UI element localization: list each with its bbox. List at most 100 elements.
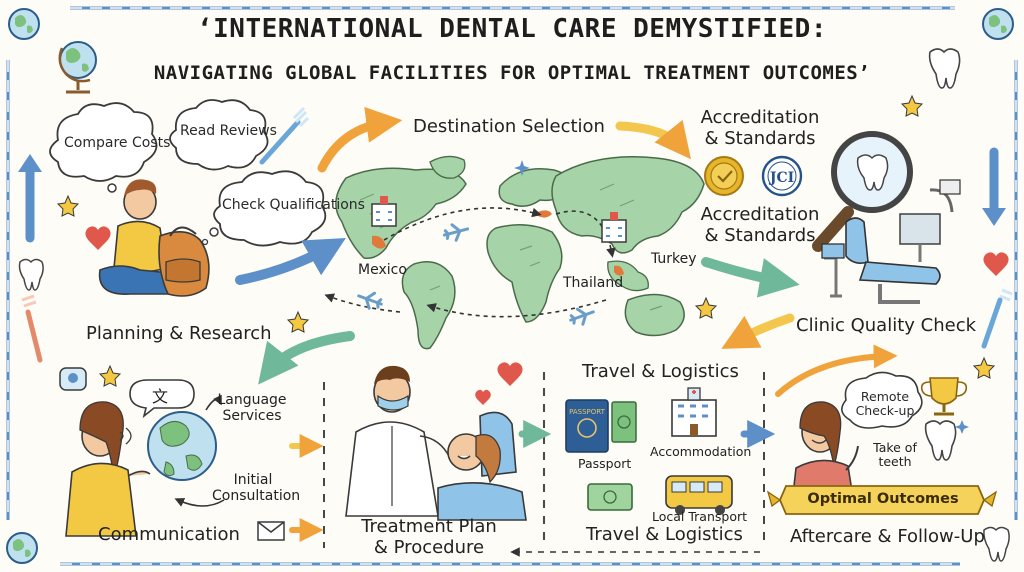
arrow-destination-to-accreditation [615, 119, 692, 160]
continent-australia [624, 293, 685, 337]
chat-bubble-icon [59, 367, 87, 391]
star-top-right-icon [900, 94, 924, 117]
route-turkey-to-thailand [555, 210, 616, 258]
label-accreditation-bottom: Accreditation & Standards [700, 204, 820, 246]
highlight-turkey [538, 210, 552, 218]
label-take-of-teeth: Take of teeth [873, 440, 917, 470]
sparkle-map-icon [514, 160, 530, 176]
gold-seal-icon [704, 156, 744, 196]
star-trophy-icon [972, 356, 996, 379]
page-title: ‘INTERNATIONAL DENTAL CARE DEMYSTIFIED: [197, 14, 827, 44]
continent-asia [551, 156, 705, 254]
arrow-to-destination [317, 106, 403, 173]
hearts-treatment-icon [475, 362, 523, 405]
tooth-left-icon [18, 258, 44, 291]
bubble-check-qualifications [201, 170, 327, 247]
globe-corner-tr-icon [982, 8, 1014, 40]
border-frame [6, 6, 1018, 566]
continent-south-america [401, 261, 456, 350]
right-down-arrow [982, 147, 1006, 226]
continent-africa [486, 224, 563, 323]
envelope-icon [257, 521, 285, 541]
toothbrush-right-icon [981, 288, 1013, 349]
label-treatment-plan: Treatment Plan & Procedure [361, 516, 497, 558]
bubble-text-remote-checkup: Remote Check-up [855, 389, 915, 419]
star-comm-icon [98, 364, 122, 387]
woman-aftercare [791, 401, 859, 505]
label-turkey: Turkey [651, 251, 697, 267]
jci-badge-icon [761, 155, 803, 197]
patient-figure [437, 411, 527, 521]
bubble-text-check-qualifications: Check Qualifications [222, 197, 365, 213]
highlight-thailand [614, 265, 624, 276]
highlight-mexico [372, 235, 386, 249]
trophy-icon [920, 377, 968, 416]
speech-bubble-language [129, 379, 195, 419]
label-aftercare-followup: Aftercare & Follow-Up [790, 526, 985, 547]
arrow-map-to-communication [258, 331, 355, 385]
label-destination-selection: Destination Selection [413, 116, 605, 137]
language-glyph: 文 [152, 387, 168, 406]
left-up-arrow [18, 154, 42, 243]
passport-icon [565, 399, 609, 453]
tooth-icon [928, 48, 961, 89]
passport-print: PASSPORT [569, 408, 606, 416]
label-planning-research: Planning & Research [86, 323, 272, 344]
label-mexico: Mexico [358, 262, 407, 278]
arrow-consult-curve [174, 498, 225, 507]
world-map [335, 155, 705, 350]
airplane-icon-3 [357, 291, 383, 310]
arrow-clinic-to-travel [721, 313, 795, 349]
continent-greenland [429, 155, 466, 179]
bubble-read-reviews [169, 99, 269, 171]
bubble-text-compare-costs: Compare Costs [64, 135, 171, 151]
star-left-icon [56, 194, 80, 217]
label-travel-logistics-top: Travel & Logistics [582, 361, 739, 382]
label-language-services: Language Services [217, 392, 287, 425]
star-map-icon [286, 310, 310, 333]
hospital-marker-asia-icon [601, 212, 627, 243]
tooth-sparkle-icon [924, 420, 969, 461]
airplane-icon-2 [569, 307, 595, 326]
label-clinic-quality-check: Clinic Quality Check [796, 315, 977, 336]
arrow-lang-curve [205, 394, 222, 411]
star-map-right-icon [694, 296, 718, 319]
globe-corner-tl-icon [8, 8, 40, 40]
label-communication: Communication [98, 524, 240, 545]
bubble-text-read-reviews: Read Reviews [180, 123, 277, 139]
label-travel-logistics-bottom: Travel & Logistics [586, 524, 743, 545]
bubble-compare-costs [49, 102, 158, 193]
woman-communicating [65, 401, 151, 537]
globe-corner-bl-icon [6, 532, 38, 564]
route-mexico-loop [324, 293, 401, 313]
toothbrush-top-icon [259, 106, 310, 165]
traveler-with-backpack [98, 179, 210, 297]
cash-icon [611, 401, 637, 443]
toothbrush-left-icon [21, 294, 43, 363]
heart-left-icon [85, 226, 111, 250]
page-subtitle: NAVIGATING GLOBAL FACILITIES FOR OPTIMAL… [153, 62, 871, 84]
bubble-remote-checkup [841, 371, 923, 429]
dental-chair-icon [821, 179, 961, 304]
globe-desk-icon [58, 41, 97, 94]
outcome-banner [766, 485, 998, 515]
route-thailand-back [426, 299, 607, 318]
label-accommodation: Accommodation [650, 444, 752, 459]
label-initial-consultation: Initial Consultation [212, 472, 301, 505]
jci-badge-text: JCI [768, 170, 794, 186]
hotel-building-icon [671, 387, 717, 437]
magnifier-icon [812, 131, 913, 252]
banner-optimal-outcomes: Optimal Outcomes [807, 491, 959, 507]
arrow-travel-up-to-aftercare [775, 344, 898, 397]
globe-large-icon [147, 411, 217, 481]
arrow-map-to-clinic [701, 257, 800, 298]
tooth-br-icon [983, 526, 1010, 562]
label-thailand: Thailand [563, 275, 624, 291]
arrow-planning-to-map [235, 238, 346, 285]
bus-icon [665, 475, 733, 515]
label-accreditation-top: Accreditation & Standards [700, 107, 820, 149]
label-passport: Passport [578, 456, 632, 471]
continent-north-america [335, 167, 467, 260]
heart-right-icon [983, 252, 1009, 276]
